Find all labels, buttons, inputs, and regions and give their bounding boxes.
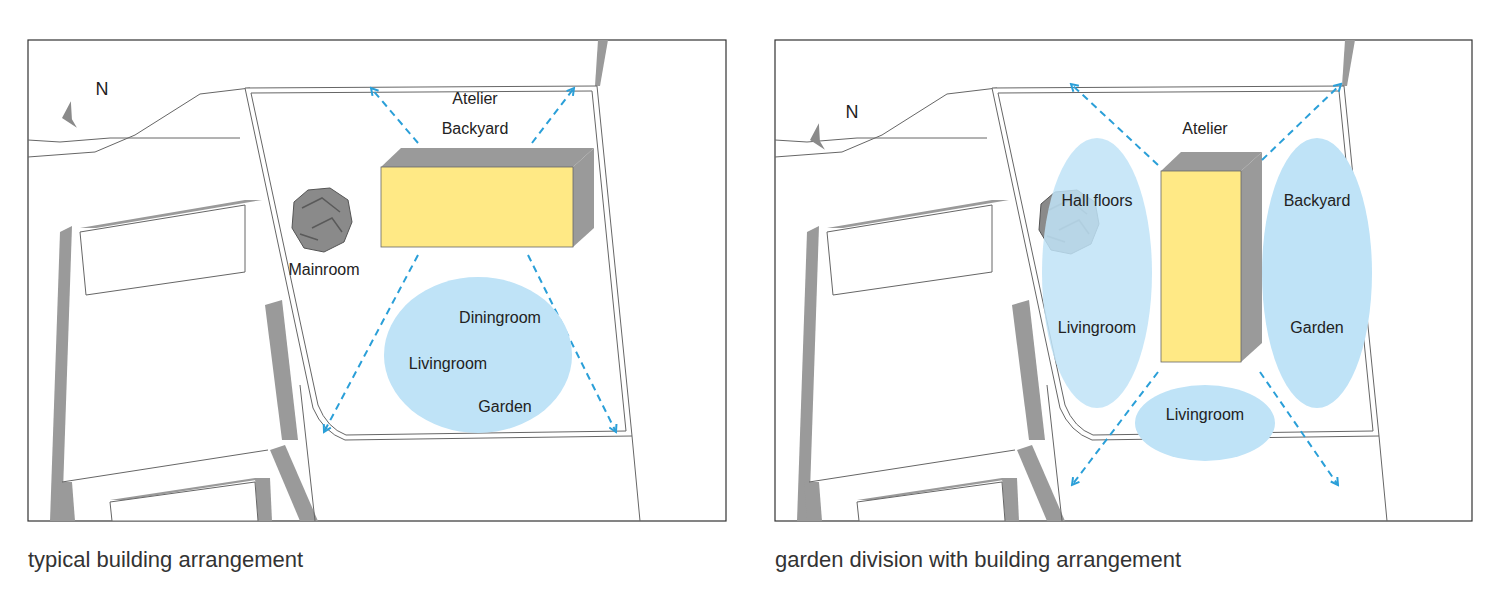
north-label: N bbox=[846, 102, 859, 124]
area-label: Atelier bbox=[1182, 119, 1227, 138]
north-label: N bbox=[96, 79, 109, 101]
ellipse-shape bbox=[1262, 138, 1372, 408]
area-label: Backyard bbox=[442, 119, 509, 138]
ellipse-shape bbox=[393, 277, 563, 433]
zone-ellipse: Hall floorsLivingroom bbox=[1042, 138, 1152, 408]
zone-label: Diningroom bbox=[459, 308, 541, 327]
caption-text: typical building arrangement bbox=[28, 547, 303, 573]
zone-label: Garden bbox=[478, 397, 531, 416]
zone-label: Livingroom bbox=[1058, 318, 1136, 337]
zone-ellipse: Livingroom bbox=[1135, 385, 1275, 461]
area-label: Mainroom bbox=[288, 260, 359, 279]
zone-label: Backyard bbox=[1284, 191, 1351, 210]
zone-label: Livingroom bbox=[1166, 405, 1244, 424]
ellipse-shape bbox=[1042, 138, 1152, 408]
zone-ellipse: BackyardGarden bbox=[1262, 138, 1372, 408]
caption-text: garden division with building arrangemen… bbox=[775, 547, 1181, 573]
area-label: Atelier bbox=[452, 89, 497, 108]
zone-ellipse: DiningroomLivingroomGarden bbox=[393, 277, 563, 433]
zone-label: Livingroom bbox=[409, 354, 487, 373]
zone-label: Hall floors bbox=[1061, 191, 1132, 210]
zone-label: Garden bbox=[1290, 318, 1343, 337]
